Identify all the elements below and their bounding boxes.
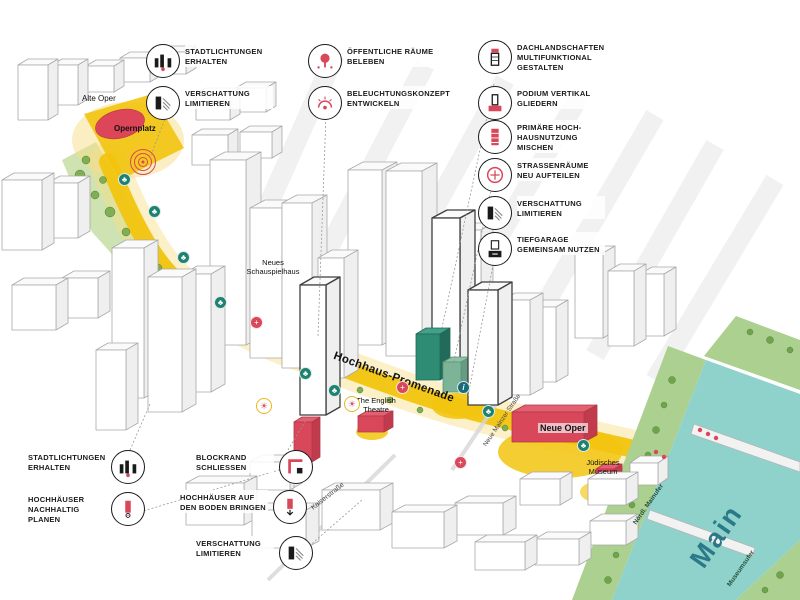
stadtlichtungen-icon xyxy=(111,450,145,484)
red-markers xyxy=(653,427,719,460)
oeffentliche-raeume-icon xyxy=(308,44,342,78)
label-opernplatz: Opernplatz xyxy=(114,124,156,133)
legend-label: HOCHHÄUSER AUF DEN BODEN BRINGEN xyxy=(180,490,268,514)
verschattung-icon xyxy=(146,86,180,120)
legend-label: ÖFFENTLICHE RÄUME BELEBEN xyxy=(347,44,435,68)
beleuchtung-icon xyxy=(308,86,342,120)
map-badge-info-icon: i xyxy=(457,381,470,394)
blockrand-icon xyxy=(279,450,313,484)
legend-label: TIEFGARAGE GEMEINSAM NUTZEN xyxy=(517,232,605,256)
map-badge-culture-icon: + xyxy=(250,316,263,329)
legend-label: PRIMÄRE HOCH-HAUSNUTZUNG MISCHEN xyxy=(517,120,605,154)
legend-label: STADTLICHTUNGEN ERHALTEN xyxy=(185,44,273,68)
legend-item-tiefgarage: TIEFGARAGE GEMEINSAM NUTZEN xyxy=(478,232,605,266)
bridge xyxy=(646,509,756,558)
map-badge-green-space-icon: ♣ xyxy=(328,384,341,397)
legend-label: BELEUCHTUNGSKONZEPT ENTWICKELN xyxy=(347,86,450,110)
map-badge-green-space-icon: ♣ xyxy=(118,173,131,186)
map-badge-culture-icon: + xyxy=(396,381,409,394)
legend-label: VERSCHATTUNG LIMITIEREN xyxy=(196,536,274,560)
label-english-theatre: The English Theatre xyxy=(356,396,396,414)
legend-label: BLOCKRAND SCHLIESSEN xyxy=(196,450,274,474)
legend-item-verschattung: VERSCHATTUNG LIMITIEREN xyxy=(146,86,273,120)
stadtlichtungen-icon xyxy=(146,44,180,78)
legend-item-stadtlichtungen: STADTLICHTUNGEN ERHALTEN xyxy=(146,44,273,78)
legend-item-hochhausnutzung: PRIMÄRE HOCH-HAUSNUTZUNG MISCHEN xyxy=(478,120,605,154)
legend-item-verschattung-right: VERSCHATTUNG LIMITIEREN xyxy=(478,196,605,230)
hochhausnutzung-icon xyxy=(478,120,512,154)
legend-item-nachhaltig: HOCHHÄUSER NACHHALTIG PLANEN xyxy=(28,492,145,526)
legend-label: PODIUM VERTIKAL GLIEDERN xyxy=(517,86,605,110)
legend-item-stadtlichtungen-bottom: STADTLICHTUNGEN ERHALTEN xyxy=(28,450,145,484)
legend-item-oeffentliche-raeume: ÖFFENTLICHE RÄUME BELEBEN xyxy=(308,44,435,78)
map-badge-green-space-icon: ♣ xyxy=(214,296,227,309)
map-badge-light-icon: ☀ xyxy=(256,398,272,414)
nachhaltig-icon xyxy=(111,492,145,526)
map-badge-green-space-icon: ♣ xyxy=(577,439,590,452)
legend-item-dachlandschaften: DACHLANDSCHAFTEN MULTIFUNKTIONAL GESTALT… xyxy=(478,40,605,74)
map-badge-light-icon: ☀ xyxy=(344,396,360,412)
map-badge-culture-icon: + xyxy=(454,456,467,469)
legend-item-beleuchtung: BELEUCHTUNGSKONZEPT ENTWICKELN xyxy=(308,86,450,120)
main-river xyxy=(612,360,800,600)
label-neues-schauspielhaus: Neues Schauspielhaus xyxy=(246,258,300,276)
legend-item-podium: PODIUM VERTIKAL GLIEDERN xyxy=(478,86,605,120)
legend-label: DACHLANDSCHAFTEN MULTIFUNKTIONAL GESTALT… xyxy=(517,40,605,74)
legend-label: STADTLICHTUNGEN ERHALTEN xyxy=(28,450,106,474)
label-juedisches-museum: Jüdisches Museum xyxy=(586,458,620,476)
verschattung-icon xyxy=(478,196,512,230)
legend-label: HOCHHÄUSER NACHHALTIG PLANEN xyxy=(28,492,106,526)
alte-oper-building xyxy=(95,108,145,140)
legend-item-strassenraeume: STRASSENRÄUME NEU AUFTEILEN xyxy=(478,158,605,192)
dachlandschaften-icon xyxy=(478,40,512,74)
legend-item-verschattung-bottom: VERSCHATTUNG LIMITIEREN xyxy=(196,536,313,570)
legend-label: STRASSENRÄUME NEU AUFTEILEN xyxy=(517,158,605,182)
bridge xyxy=(690,423,800,473)
podium-icon xyxy=(478,86,512,120)
map-badge-green-space-icon: ♣ xyxy=(148,205,161,218)
sound-rings xyxy=(130,149,156,175)
verschattung-icon xyxy=(279,536,313,570)
legend-label: VERSCHATTUNG LIMITIEREN xyxy=(185,86,273,110)
map-badge-green-space-icon: ♣ xyxy=(177,251,190,264)
label-neue-oper: Neue Oper xyxy=(538,423,588,433)
map-badge-green-space-icon: ♣ xyxy=(299,367,312,380)
strassenraeume-icon xyxy=(478,158,512,192)
legend-label: VERSCHATTUNG LIMITIEREN xyxy=(517,196,605,220)
boden-bringen-icon xyxy=(273,490,307,524)
english-theatre-building xyxy=(357,410,394,433)
label-alte-oper: Alte Oper xyxy=(82,94,116,103)
tiefgarage-icon xyxy=(478,232,512,266)
legend-item-blockrand: BLOCKRAND SCHLIESSEN xyxy=(196,450,313,484)
map-badge-green-space-icon: ♣ xyxy=(482,405,495,418)
legend-item-boden-bringen: HOCHHÄUSER AUF DEN BODEN BRINGEN xyxy=(180,490,307,524)
